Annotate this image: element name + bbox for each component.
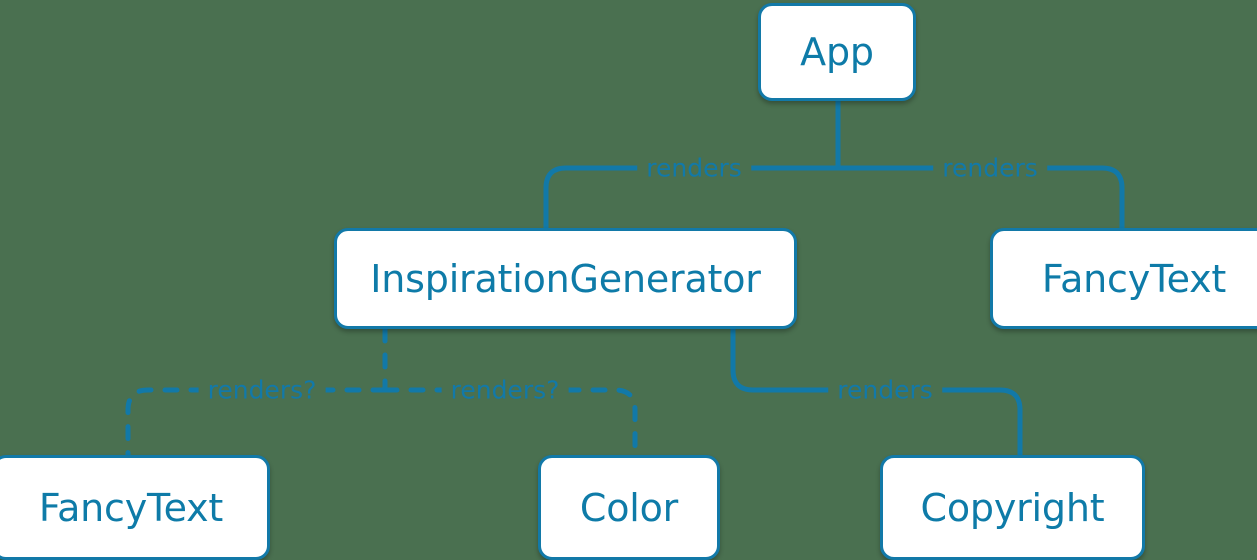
- node-copyright[interactable]: Copyright: [880, 455, 1145, 560]
- edge-label-inspiration-to-color: renders?: [441, 377, 569, 403]
- node-copyright-label: Copyright: [920, 485, 1105, 530]
- node-color-label: Color: [579, 485, 679, 530]
- node-inspiration-generator-label: InspirationGenerator: [370, 256, 761, 301]
- edge-label-app-to-fancytext: renders: [933, 155, 1047, 181]
- edge-inspiration-to-color-dashed: [382, 387, 638, 458]
- edge-app-to-inspiration: [543, 165, 841, 231]
- node-fancytext-right-label: FancyText: [1041, 256, 1227, 301]
- edge-inspiration-to-fancytext-dashed: [125, 387, 388, 458]
- node-app-label: App: [800, 30, 874, 74]
- node-color[interactable]: Color: [538, 455, 720, 560]
- edge-label-inspiration-to-copyright: renders: [828, 377, 942, 403]
- node-fancytext-bottom[interactable]: FancyText: [0, 455, 270, 560]
- edge-label-inspiration-to-fancytext: renders?: [198, 377, 326, 403]
- node-inspiration-generator[interactable]: InspirationGenerator: [334, 228, 797, 329]
- node-fancytext-right[interactable]: FancyText: [990, 228, 1257, 329]
- edge-app-to-fancytext: [835, 165, 1125, 231]
- edge-label-app-to-inspiration: renders: [637, 155, 751, 181]
- node-fancytext-bottom-label: FancyText: [38, 485, 224, 530]
- node-app[interactable]: App: [758, 3, 916, 101]
